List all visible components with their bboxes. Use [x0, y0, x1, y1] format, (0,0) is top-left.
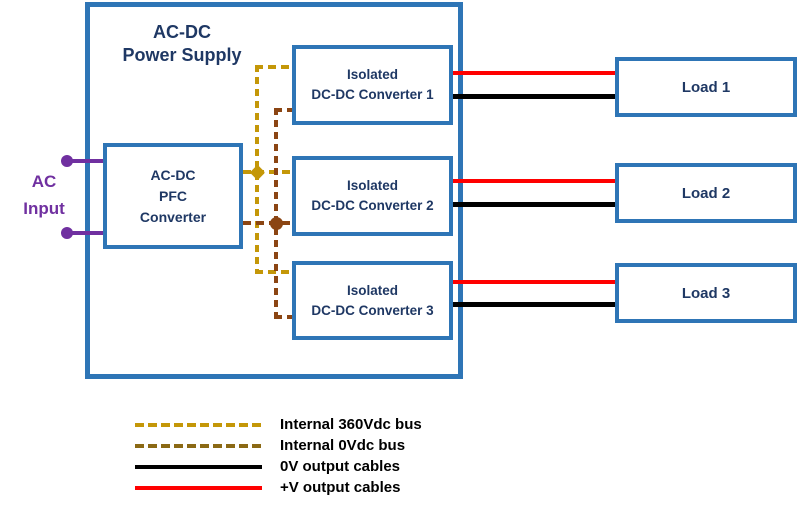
output-cable-positive-2 [453, 179, 615, 183]
load-1-label: Load 1 [681, 78, 731, 96]
bus-0v-junction-icon [270, 217, 283, 230]
ac-input-label: AC Input [2, 168, 86, 222]
ac-input-label-line1: AC [31, 172, 57, 191]
legend-row-360v-bus: Internal 360Vdc bus [135, 414, 595, 435]
bus-360v-to-converter2 [243, 170, 293, 174]
dcdc-converter-1-line1: Isolated [346, 67, 398, 83]
legend: Internal 360Vdc bus Internal 0Vdc bus 0V… [135, 414, 595, 498]
dcdc-converter-2-line1: Isolated [346, 178, 398, 194]
output-cable-0v-2 [453, 202, 615, 207]
load-2-label: Load 2 [681, 184, 731, 202]
diagram-title-line2: Power Supply [122, 45, 242, 66]
legend-label-positive-cables: +V output cables [280, 479, 401, 496]
bus-0v-vertical [274, 108, 278, 319]
ac-input-label-line2: Input [23, 199, 65, 219]
pfc-label-line2: PFC [159, 187, 187, 204]
output-cable-positive-3 [453, 280, 615, 284]
dcdc-converter-2-line2: DC-DC Converter 2 [311, 198, 434, 213]
legend-row-0v-bus: Internal 0Vdc bus [135, 435, 595, 456]
diagram-title: AC-DC Power Supply [96, 21, 268, 68]
legend-row-positive-cables: +V output cables [135, 477, 595, 498]
load-3-label: Load 3 [681, 284, 731, 302]
diagram-title-line1: AC-DC [153, 22, 211, 42]
dcdc-converter-3-box: Isolated DC-DC Converter 3 [292, 261, 453, 340]
bus-360v-to-converter1 [255, 65, 293, 69]
bus-0v-to-converter3 [274, 315, 293, 319]
pfc-converter-box: AC-DC PFC Converter [103, 143, 243, 249]
bus-0v-to-converter2 [243, 221, 293, 225]
output-cable-0v-1 [453, 94, 615, 99]
legend-label-0v-cables: 0V output cables [280, 458, 401, 475]
legend-swatch-360v-bus-icon [135, 422, 262, 427]
dcdc-converter-1-line2: DC-DC Converter 1 [311, 87, 434, 102]
dcdc-converter-3-line2: DC-DC Converter 3 [311, 302, 434, 318]
load-2-box: Load 2 [615, 163, 797, 223]
output-cable-positive-1 [453, 71, 615, 75]
legend-swatch-0v-cables-icon [135, 464, 262, 469]
load-1-box: Load 1 [615, 57, 797, 117]
pfc-label-line1: AC-DC [150, 166, 196, 183]
ac-lead-bottom [67, 231, 105, 235]
legend-swatch-positive-cables-icon [135, 485, 262, 490]
pfc-label-line3: Converter [139, 208, 207, 225]
legend-label-0v-bus: Internal 0Vdc bus [280, 437, 406, 454]
dcdc-converter-3-line1: Isolated [346, 282, 398, 298]
bus-0v-to-converter1 [274, 108, 293, 112]
ac-lead-top [67, 159, 105, 163]
dcdc-converter-2-box: Isolated DC-DC Converter 2 [292, 156, 453, 236]
dcdc-converter-1-box: Isolated DC-DC Converter 1 [292, 45, 453, 125]
output-cable-0v-3 [453, 302, 615, 307]
load-3-box: Load 3 [615, 263, 797, 323]
legend-label-360v-bus: Internal 360Vdc bus [280, 416, 422, 433]
legend-row-0v-cables: 0V output cables [135, 456, 595, 477]
legend-swatch-0v-bus-icon [135, 443, 262, 448]
